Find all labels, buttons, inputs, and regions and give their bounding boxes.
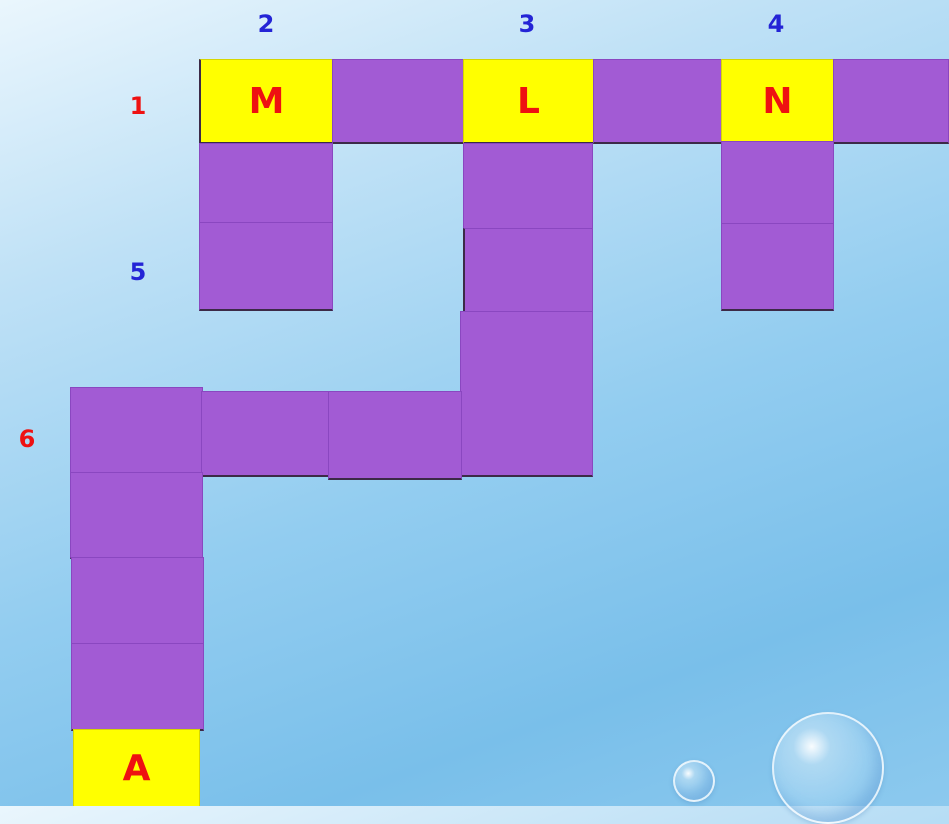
crossword-cell-row6-col2[interactable] [201, 391, 332, 477]
crossword-cell-col1-row7[interactable] [70, 472, 203, 559]
crossword-cell-col3-row2[interactable] [463, 143, 593, 230]
crossword-cell-row1-col1[interactable]: M [199, 59, 333, 144]
clue-number-3: 3 [512, 10, 542, 38]
clue-number-5: 5 [123, 258, 153, 286]
crossword-cell-row1-col5[interactable]: N [721, 59, 834, 144]
crossword-cell-col1-row8[interactable] [71, 557, 204, 645]
crossword-cell-col2-row2[interactable] [199, 143, 333, 225]
crossword-cell-row6-col1[interactable] [70, 387, 203, 474]
cell-letter-a: A [123, 748, 151, 789]
cell-letter-n: N [762, 81, 792, 122]
clue-number-4: 4 [761, 10, 791, 38]
crossword-cell-row6-col3[interactable] [328, 391, 462, 480]
clue-number-6: 6 [12, 425, 42, 453]
crossword-cell-row1-col6[interactable] [833, 59, 949, 144]
crossword-cell-col3-row4[interactable] [460, 311, 593, 477]
crossword-cell-col3-row3[interactable] [463, 228, 593, 314]
crossword-cell-col1-row10[interactable]: A [73, 729, 200, 806]
clue-number-1: 1 [123, 92, 153, 120]
crossword-cell-col4-row2[interactable] [721, 141, 834, 227]
cell-letter-m: M [249, 81, 285, 122]
clue-number-2: 2 [251, 10, 281, 38]
large-bubble-decoration [772, 712, 884, 824]
crossword-cell-col4-row3[interactable] [721, 223, 834, 311]
small-bubble-decoration [673, 760, 715, 802]
crossword-cell-col1-row9[interactable] [71, 643, 204, 731]
crossword-cell-row1-col3[interactable]: L [463, 59, 594, 144]
crossword-cell-row1-col2[interactable] [332, 59, 464, 144]
cell-letter-l: L [517, 81, 540, 122]
crossword-cell-row1-col4[interactable] [593, 59, 723, 144]
crossword-cell-col2-row3[interactable] [199, 222, 333, 311]
